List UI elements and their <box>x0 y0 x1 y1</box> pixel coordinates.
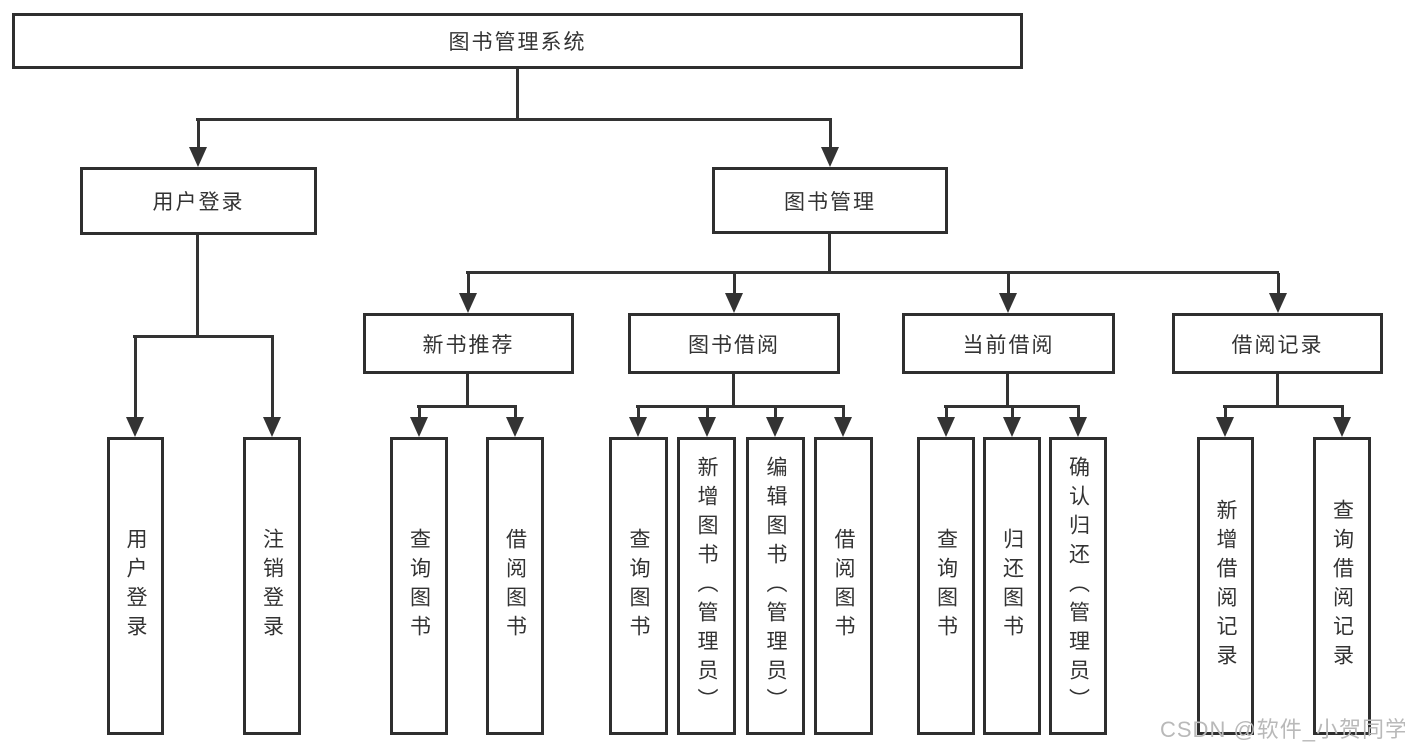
connector-newbook-stem <box>466 374 469 407</box>
node-borrow-records: 借阅记录 <box>1172 313 1383 374</box>
arrow-to-current-borrow-shaft <box>1006 273 1010 297</box>
arrow-newbook-leaf-1-arrowhead-icon <box>410 417 428 437</box>
node-current-borrow: 当前借阅 <box>902 313 1115 374</box>
arrow-newbook-leaf-2-shaft <box>513 407 517 421</box>
arrow-current-leaf-1-shaft <box>944 407 948 421</box>
connector-currentborrow-hline <box>944 405 1080 408</box>
leaf-current-return-book: 归还图书 <box>983 437 1041 735</box>
connector-root-stem <box>516 69 519 120</box>
arrow-bookborrow-leaf-2-shaft <box>705 407 709 421</box>
connector-records-stem <box>1276 374 1279 407</box>
arrow-current-leaf-3-arrowhead-icon <box>1069 417 1087 437</box>
arrow-records-leaf-2-arrowhead-icon <box>1333 417 1351 437</box>
leaf-user-login: 用户登录 <box>107 437 164 735</box>
node-book-borrow: 图书借阅 <box>628 313 840 374</box>
arrow-records-leaf-2-shaft <box>1340 407 1344 421</box>
arrow-to-book-borrow-arrowhead-icon <box>725 293 743 313</box>
arrow-login-leaf-1-arrowhead-icon <box>126 417 144 437</box>
arrow-bookborrow-leaf-3-arrowhead-icon <box>766 417 784 437</box>
leaf-borrow-edit-book-admin: 编辑图书（管理员） <box>746 437 805 735</box>
connector-level3-hline <box>466 271 1279 274</box>
csdn-watermark: CSDN @软件_小贺同学 <box>1160 717 1405 742</box>
arrow-to-borrow-records-arrowhead-icon <box>1269 293 1287 313</box>
arrow-to-borrow-records-shaft <box>1276 273 1280 297</box>
arrow-bookborrow-leaf-1-arrowhead-icon <box>629 417 647 437</box>
arrow-records-leaf-1-shaft <box>1223 407 1227 421</box>
leaf-newbook-borrow-book: 借阅图书 <box>486 437 544 735</box>
leaf-borrow-query-book: 查询图书 <box>609 437 668 735</box>
arrow-bookborrow-leaf-2-arrowhead-icon <box>698 417 716 437</box>
arrow-newbook-leaf-1-shaft <box>417 407 421 421</box>
leaf-current-query-book: 查询图书 <box>917 437 975 735</box>
leaf-records-query-record: 查询借阅记录 <box>1313 437 1371 735</box>
connector-bookborrow-stem <box>732 374 735 407</box>
node-user-login: 用户登录 <box>80 167 317 235</box>
arrow-to-book-management-shaft <box>828 120 832 151</box>
arrow-bookborrow-leaf-1-shaft <box>636 407 640 421</box>
connector-login-hline <box>133 335 274 338</box>
arrow-to-new-book-arrowhead-icon <box>459 293 477 313</box>
arrow-to-user-login-arrowhead-icon <box>189 147 207 167</box>
connector-newbook-hline <box>417 405 517 408</box>
connector-currentborrow-stem <box>1006 374 1009 407</box>
arrow-login-leaf-1-shaft <box>133 337 137 421</box>
arrow-current-leaf-3-shaft <box>1076 407 1080 421</box>
connector-bookborrow-hline <box>636 405 845 408</box>
arrow-newbook-leaf-2-arrowhead-icon <box>506 417 524 437</box>
leaf-logout: 注销登录 <box>243 437 301 735</box>
arrow-login-leaf-2-arrowhead-icon <box>263 417 281 437</box>
leaf-records-add-record: 新增借阅记录 <box>1197 437 1254 735</box>
leaf-borrow-borrow-book: 借阅图书 <box>814 437 873 735</box>
leaf-borrow-add-book-admin: 新增图书（管理员） <box>677 437 736 735</box>
connector-mgmt-stem <box>828 233 831 274</box>
arrow-current-leaf-2-arrowhead-icon <box>1003 417 1021 437</box>
arrow-bookborrow-leaf-4-shaft <box>841 407 845 421</box>
connector-level2-hline <box>196 118 832 121</box>
node-new-book-recommend: 新书推荐 <box>363 313 574 374</box>
arrow-bookborrow-leaf-4-arrowhead-icon <box>834 417 852 437</box>
node-root-library-management-system: 图书管理系统 <box>12 13 1023 69</box>
arrow-to-book-borrow-shaft <box>732 273 736 297</box>
arrow-to-book-management-arrowhead-icon <box>821 147 839 167</box>
arrow-to-new-book-shaft <box>466 273 470 297</box>
arrow-bookborrow-leaf-3-shaft <box>773 407 777 421</box>
arrow-current-leaf-2-shaft <box>1010 407 1014 421</box>
leaf-newbook-query-book: 查询图书 <box>390 437 448 735</box>
arrow-to-user-login-shaft <box>196 120 200 151</box>
arrow-login-leaf-2-shaft <box>270 337 274 421</box>
arrow-records-leaf-1-arrowhead-icon <box>1216 417 1234 437</box>
connector-login-stem <box>196 235 199 338</box>
leaf-current-confirm-return-admin: 确认归还（管理员） <box>1049 437 1107 735</box>
connector-records-hline <box>1223 405 1344 408</box>
arrow-current-leaf-1-arrowhead-icon <box>937 417 955 437</box>
arrow-to-current-borrow-arrowhead-icon <box>999 293 1017 313</box>
node-book-management: 图书管理 <box>712 167 948 234</box>
